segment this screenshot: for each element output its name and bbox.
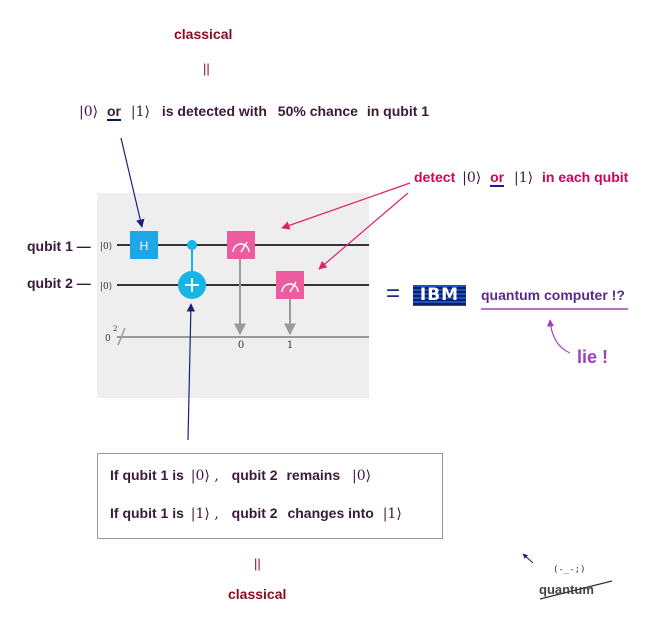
detect-ket-0: |0⟩ <box>462 170 482 186</box>
qubit-1-label: qubit 1 — <box>27 238 91 254</box>
condition-1-prefix: If qubit 1 is <box>110 467 184 483</box>
ibm-logo: IBM <box>413 285 466 306</box>
lie-label: lie ! <box>577 347 609 367</box>
or-word: or <box>106 103 121 121</box>
qubit-2-label: qubit 2 — <box>27 275 91 291</box>
condition-line-1: If qubit 1 is |0⟩ , qubit 2 remains |0⟩ <box>110 467 371 484</box>
condition-box: If qubit 1 is |0⟩ , qubit 2 remains |0⟩ … <box>97 453 443 539</box>
condition-2-result: |1⟩ <box>382 506 402 522</box>
circuit-panel <box>97 193 369 398</box>
ket-1: |1⟩ <box>130 104 150 120</box>
corner-arrow <box>522 553 534 564</box>
detect-note: detect |0⟩ or |1⟩ in each qubit <box>414 169 629 187</box>
detect-prefix: detect <box>414 169 456 185</box>
ket-0: |0⟩ <box>79 104 99 120</box>
bottom-equivalence-mark: || <box>254 556 261 571</box>
condition-2-ket: |1⟩ , <box>190 506 219 522</box>
top-classical-label: classical <box>174 26 233 42</box>
chance-text: 50% chance <box>277 103 358 119</box>
top-equivalence-mark: || <box>203 61 210 76</box>
condition-line-2: If qubit 1 is |1⟩ , qubit 2 changes into… <box>110 505 402 522</box>
bottom-classical-label: classical <box>228 586 287 602</box>
detect-suffix: in each qubit <box>541 169 629 185</box>
condition-1-verb: remains <box>286 467 341 483</box>
equals-sign: = <box>386 280 401 307</box>
condition-2-verb: changes into <box>287 505 374 521</box>
ibm-caption: quantum computer !? <box>481 287 625 303</box>
detect-or-word: or <box>490 169 505 187</box>
condition-1-result: |0⟩ <box>352 468 372 484</box>
detected-sentence: |0⟩ or |1⟩ is detected with 50% chance i… <box>79 103 430 121</box>
in-qubit-text: in qubit 1 <box>366 103 430 119</box>
condition-2-middle: qubit 2 <box>231 505 278 521</box>
sweat-face: (-_-;) <box>553 565 586 575</box>
arrow-lie <box>546 319 571 354</box>
detect-ket-1: |1⟩ <box>514 170 534 186</box>
condition-1-middle: qubit 2 <box>231 467 278 483</box>
condition-1-ket: |0⟩ , <box>190 468 219 484</box>
quantum-crossed-word: quantum <box>539 582 594 597</box>
detected-text: is detected with <box>161 103 267 119</box>
condition-2-prefix: If qubit 1 is <box>110 505 184 521</box>
